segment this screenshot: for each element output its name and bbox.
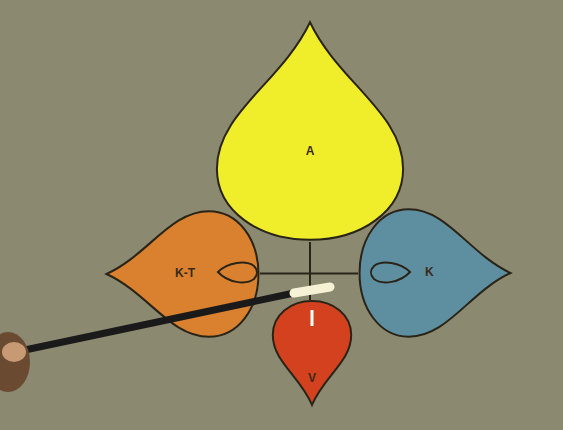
teardrop-outline (273, 301, 351, 405)
teardrop-shape (215, 20, 405, 242)
teardrop-node: V (272, 300, 352, 406)
node-label: V (308, 372, 316, 385)
node-label: A (306, 145, 315, 158)
teardrop-shape (358, 208, 512, 338)
teardrop-shape (272, 300, 352, 406)
teardrop-node: K-T (105, 210, 260, 338)
teardrop-outline (217, 22, 403, 240)
teardrop-node: K (358, 208, 512, 338)
teardrop-outline (360, 209, 511, 336)
node-label: K-T (175, 267, 195, 280)
reflection (311, 310, 314, 326)
teardrop-outline (107, 211, 259, 336)
node-label: K (425, 266, 434, 279)
teardrop-node: A (215, 20, 405, 242)
pencil-tip (294, 287, 330, 293)
hand (0, 332, 30, 392)
finger (2, 342, 26, 362)
